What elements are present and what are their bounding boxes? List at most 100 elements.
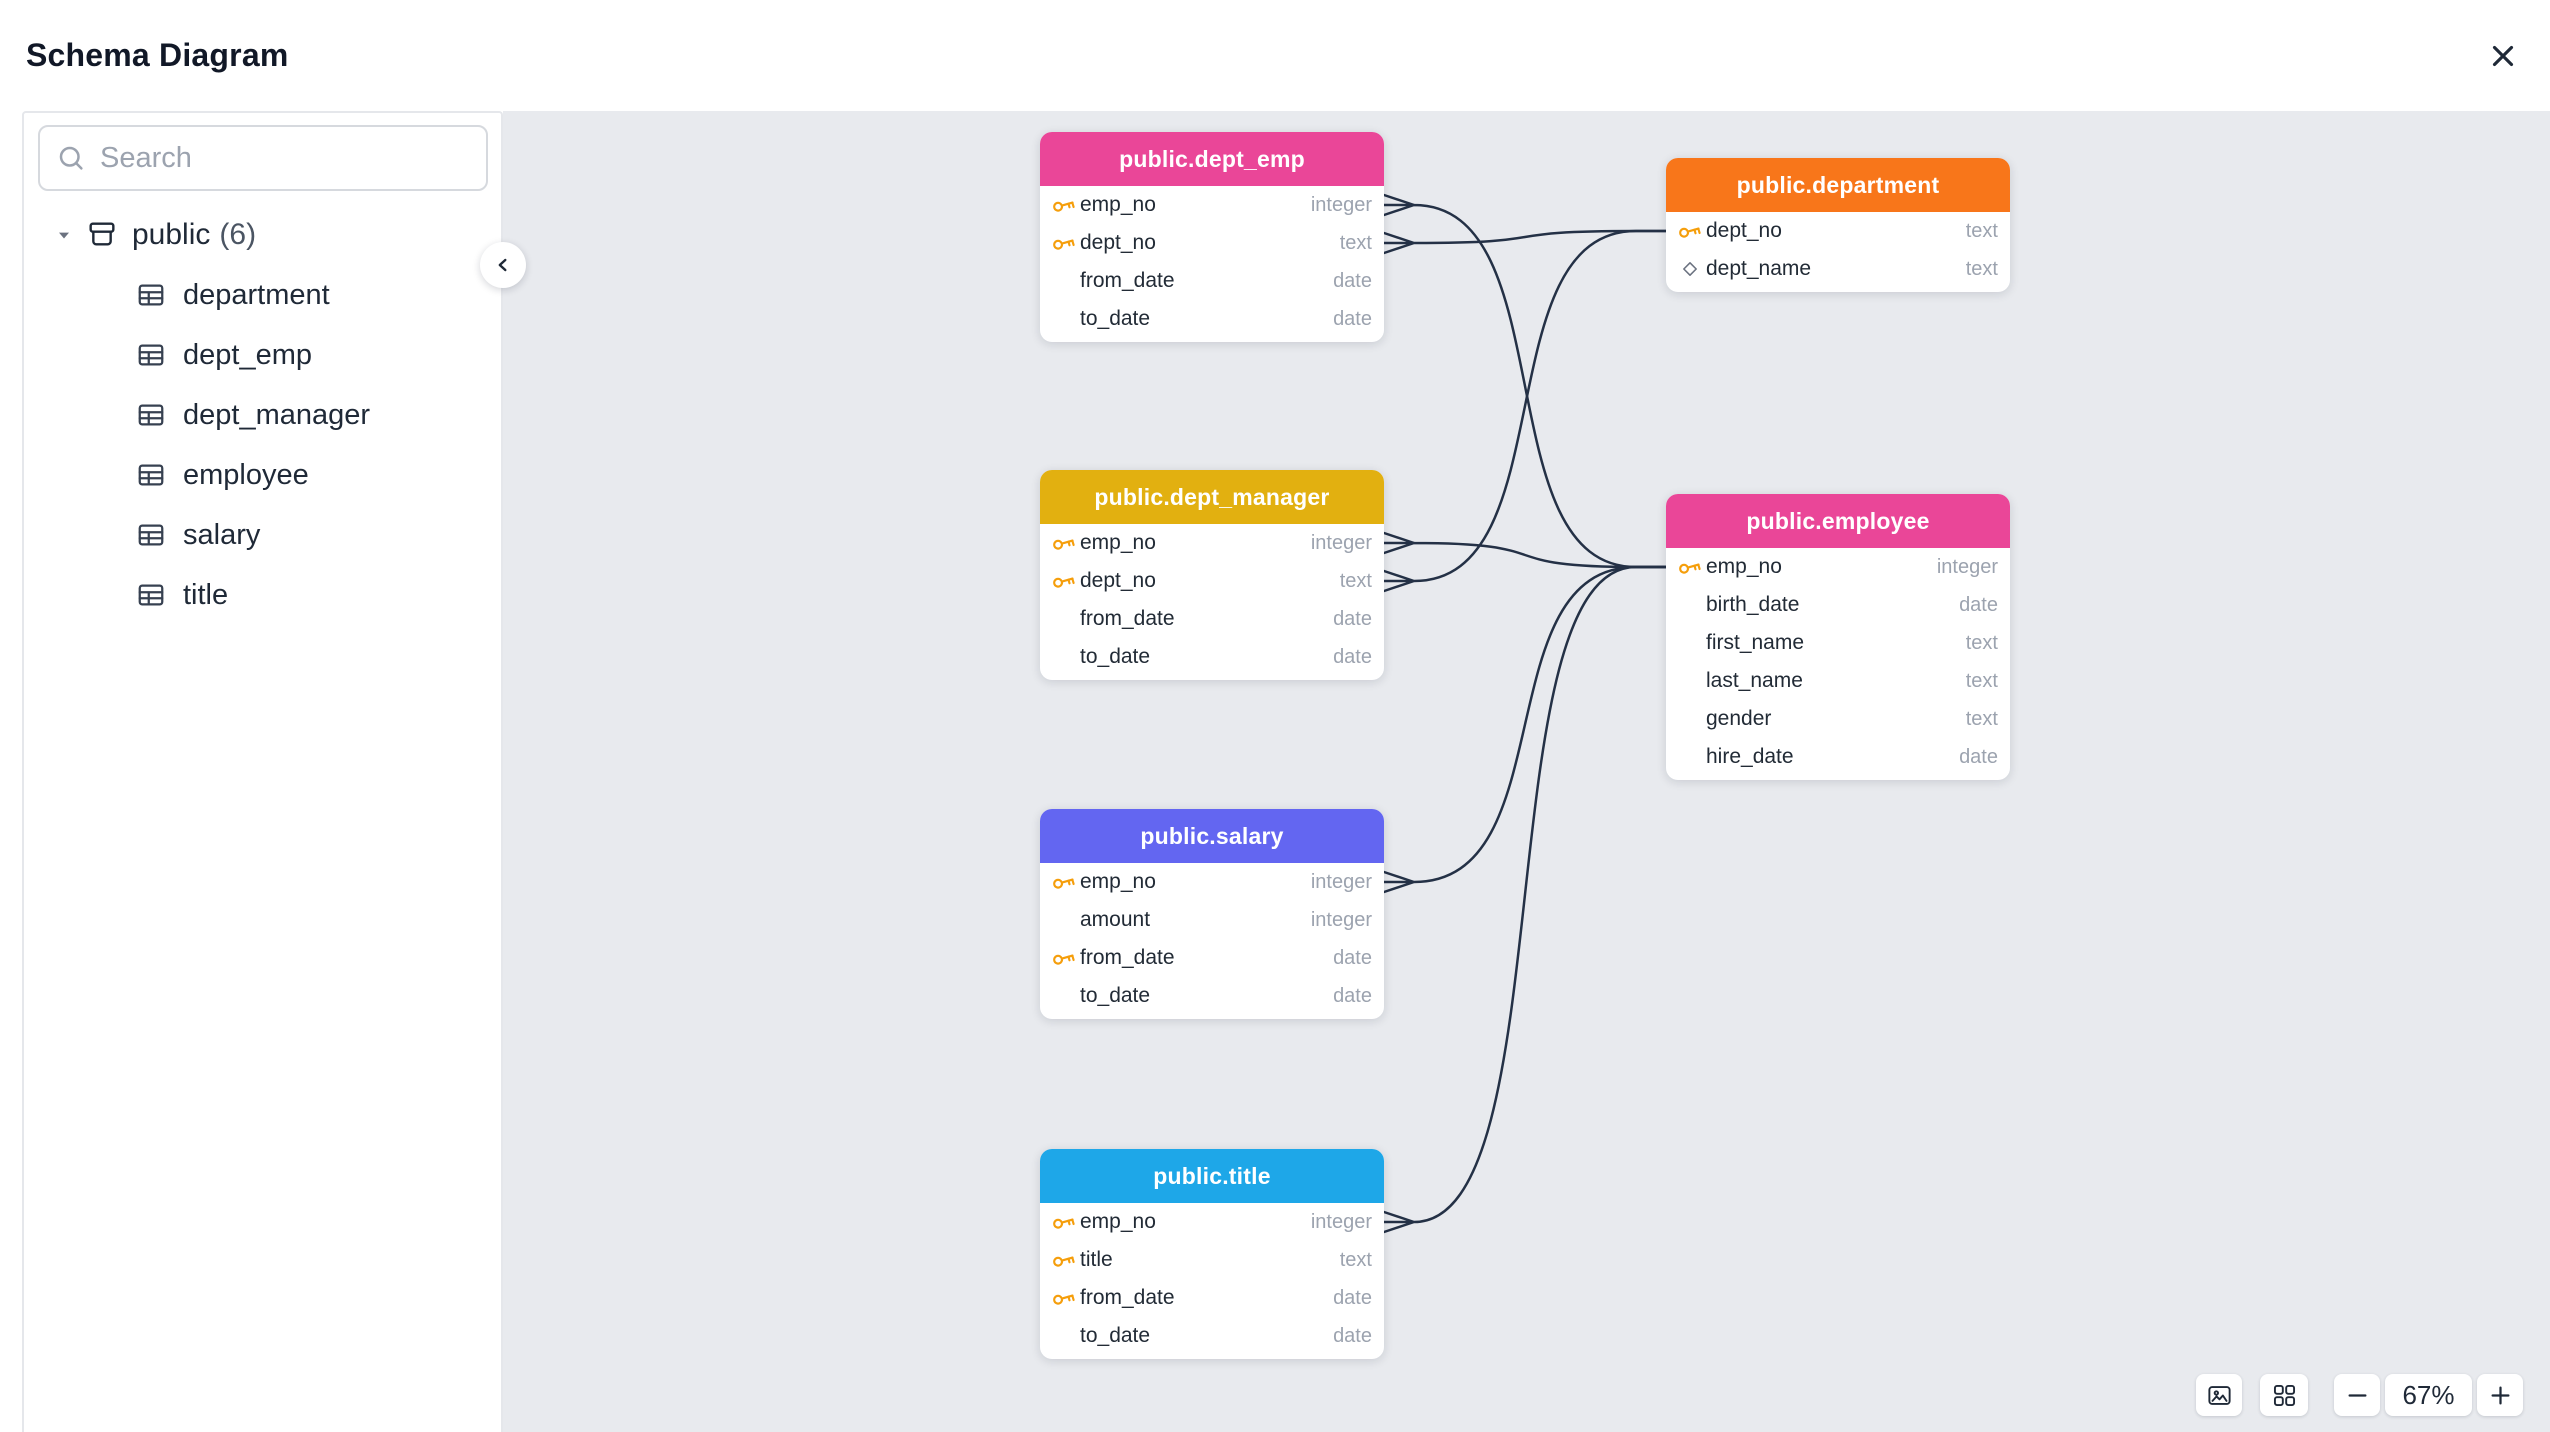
schema-node-public[interactable]: public (6) (24, 205, 501, 265)
canvas-controls: 67% (2196, 1374, 2523, 1416)
sidebar-item-salary[interactable]: salary (24, 505, 501, 565)
field-row[interactable]: emp_no integer (1040, 186, 1384, 224)
relationship-dept_emp-department[interactable] (1382, 229, 1668, 255)
schema-tree: public (6) department dept_emp dept_manage… (24, 205, 501, 625)
table-card-header[interactable]: public.dept_emp (1040, 132, 1384, 186)
sidebar-item-department[interactable]: department (24, 265, 501, 325)
field-row[interactable]: emp_no integer (1040, 1203, 1384, 1241)
field-icon-slot (1050, 907, 1078, 933)
primary-key-icon (1050, 192, 1078, 218)
field-name: first_name (1706, 631, 1805, 654)
primary-key-icon (1050, 230, 1078, 256)
sidebar-item-label: dept_emp (183, 338, 312, 371)
field-name: emp_no (1706, 555, 1782, 578)
field-type: integer (1310, 193, 1372, 216)
primary-key-icon (1050, 869, 1078, 895)
close-button[interactable] (2486, 39, 2520, 73)
field-type: date (1333, 607, 1372, 630)
field-icon-slot (1676, 744, 1704, 770)
diagram-canvas[interactable] (503, 111, 2550, 1432)
field-name: amount (1080, 908, 1151, 931)
search-input[interactable] (100, 141, 470, 175)
field-name: emp_no (1080, 193, 1156, 216)
table-card-header[interactable]: public.department (1666, 158, 2010, 212)
field-icon-slot (1676, 630, 1704, 656)
field-icon-slot (1050, 268, 1078, 294)
sidebar-item-dept_emp[interactable]: dept_emp (24, 325, 501, 385)
relationship-title-employee[interactable] (1382, 565, 1668, 1234)
dialog-header: Schema Diagram (0, 0, 2550, 111)
table-card-dept_emp[interactable]: public.dept_emp emp_no integer dept_no text f… (1040, 132, 1384, 342)
minus-icon (2344, 1382, 2371, 1409)
chevron-left-icon (492, 254, 514, 276)
table-card-header[interactable]: public.dept_manager (1040, 470, 1384, 524)
field-icon-slot (1050, 606, 1078, 632)
zoom-level-button[interactable]: 67% (2385, 1374, 2472, 1416)
field-type: text (1965, 631, 1998, 654)
relationship-dept_manager-employee[interactable] (1382, 531, 1668, 569)
sidebar-item-dept_manager[interactable]: dept_manager (24, 385, 501, 445)
sidebar-item-label: salary (183, 518, 261, 551)
zoom-out-button[interactable] (2334, 1374, 2380, 1416)
field-type: date (1333, 645, 1372, 668)
sidebar-item-employee[interactable]: employee (24, 445, 501, 505)
export-image-button[interactable] (2196, 1374, 2242, 1416)
table-card-header[interactable]: public.title (1040, 1149, 1384, 1203)
field-type: date (1333, 984, 1372, 1007)
relationship-dept_emp-employee[interactable] (1382, 193, 1668, 569)
field-name: dept_name (1706, 257, 1812, 280)
sidebar-collapse-button[interactable] (480, 242, 526, 288)
field-name: last_name (1706, 669, 1803, 692)
auto-layout-button[interactable] (2260, 1374, 2308, 1416)
field-row[interactable]: from_date date (1040, 600, 1384, 638)
relationship-salary-employee[interactable] (1382, 565, 1668, 894)
caret-down-icon[interactable] (52, 225, 76, 245)
sidebar-item-title[interactable]: title (24, 565, 501, 625)
field-name: emp_no (1080, 1210, 1156, 1233)
field-icon-slot (1050, 644, 1078, 670)
field-type: date (1333, 1324, 1372, 1347)
field-name: dept_no (1080, 231, 1156, 254)
field-row[interactable]: dept_no text (1040, 224, 1384, 262)
field-name: emp_no (1080, 870, 1156, 893)
relationship-dept_manager-department[interactable] (1382, 229, 1668, 593)
field-name: from_date (1080, 607, 1175, 630)
layout-grid-icon (2271, 1382, 2298, 1409)
field-row[interactable]: first_name text (1666, 624, 2010, 662)
field-type: text (1339, 1248, 1372, 1271)
table-card-header[interactable]: public.salary (1040, 809, 1384, 863)
table-card-header[interactable]: public.employee (1666, 494, 2010, 548)
field-type: integer (1310, 1210, 1372, 1233)
table-icon (136, 400, 166, 430)
zoom-in-button[interactable] (2477, 1374, 2523, 1416)
page-title: Schema Diagram (26, 37, 289, 73)
field-type: text (1339, 231, 1372, 254)
field-name: hire_date (1706, 745, 1794, 768)
search-icon (56, 143, 86, 173)
